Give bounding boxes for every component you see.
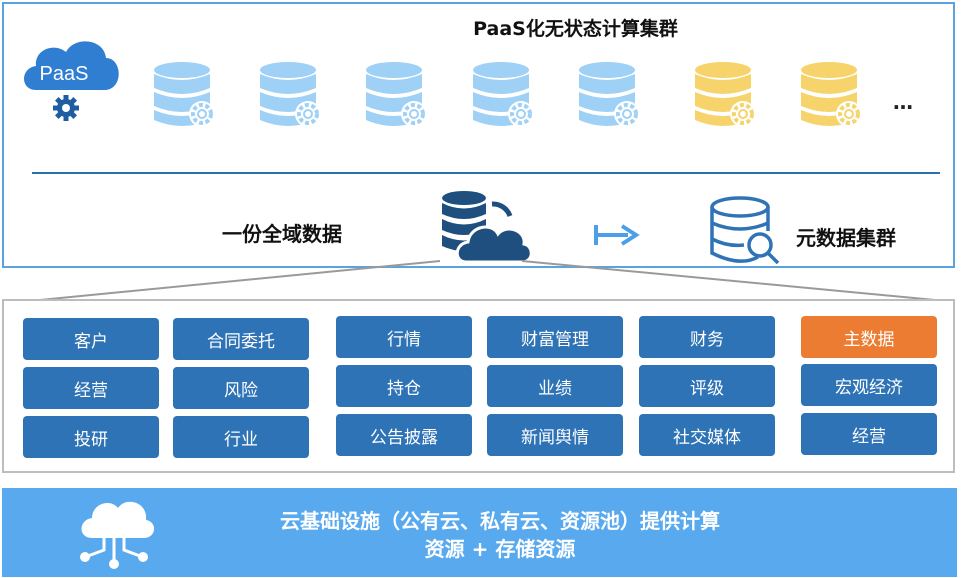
data-domain-panel xyxy=(2,299,955,473)
arrow-right-icon xyxy=(594,224,640,246)
infrastructure-text-line1: 云基础设施（公有云、私有云、资源池）提供计算 xyxy=(280,509,720,533)
domain-tag: 风险 xyxy=(173,367,309,409)
domain-tag: 客户 xyxy=(23,318,159,360)
database-gear-icon xyxy=(473,62,534,127)
database-gear-icon xyxy=(260,62,321,127)
domain-tag: 投研 xyxy=(23,416,159,458)
metadata-cluster-label: 元数据集群 xyxy=(796,226,896,250)
domain-tag: 行情 xyxy=(336,316,472,358)
more-nodes-ellipsis: … xyxy=(893,90,913,114)
database-gear-icon xyxy=(154,62,215,127)
database-search-icon xyxy=(710,196,780,265)
database-gear-icon xyxy=(579,62,640,127)
connector-lines xyxy=(39,260,936,301)
cloud-database-icon xyxy=(442,191,533,264)
domain-tag: 财务 xyxy=(639,316,775,358)
infrastructure-bar xyxy=(2,488,957,577)
domain-tag: 财富管理 xyxy=(487,316,623,358)
database-gear-icon xyxy=(695,62,756,127)
paas-badge-text: PaaS xyxy=(40,63,89,85)
domain-tag: 宏观经济 xyxy=(801,364,937,406)
database-gear-icon xyxy=(366,62,427,127)
domain-tag: 经营 xyxy=(23,367,159,409)
database-gear-icon xyxy=(801,62,862,127)
paas-cloud-icon: PaaS xyxy=(24,41,119,121)
domain-tag: 经营 xyxy=(801,413,937,455)
domain-tag: 持仓 xyxy=(336,365,472,407)
master-data-tag: 主数据 xyxy=(801,316,937,358)
domain-tag: 新闻舆情 xyxy=(487,414,623,456)
domain-tag: 合同委托 xyxy=(173,318,309,360)
domain-tag: 评级 xyxy=(639,365,775,407)
domain-tag: 业绩 xyxy=(487,365,623,407)
domain-tag: 行业 xyxy=(173,416,309,458)
domain-tag: 公告披露 xyxy=(336,414,472,456)
panel-divider xyxy=(32,172,940,174)
infrastructure-text-line2: 资源 + 存储资源 xyxy=(424,537,576,561)
cloud-network-icon xyxy=(80,501,154,569)
gear-icon xyxy=(53,95,79,121)
global-data-label: 一份全域数据 xyxy=(222,222,342,246)
paas-cluster-title: PaaS化无状态计算集群 xyxy=(473,18,678,40)
domain-tag: 社交媒体 xyxy=(639,414,775,456)
